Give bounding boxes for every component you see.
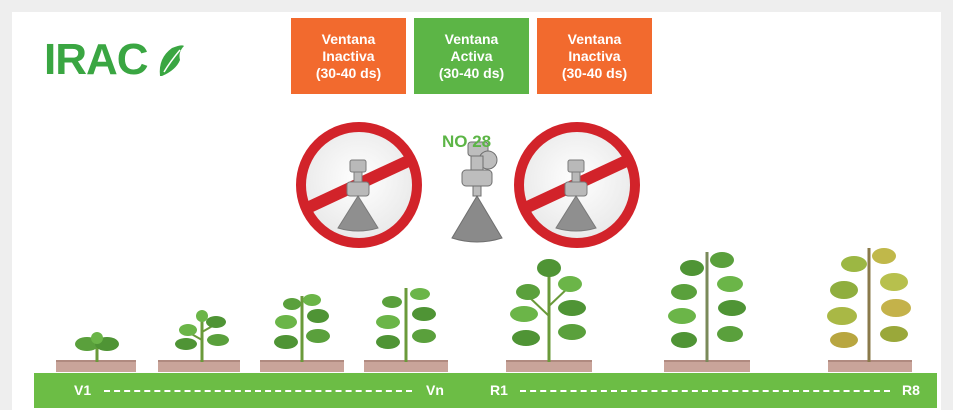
timeline-label-vn: Vn xyxy=(426,382,444,398)
window-inactive-1: Ventana Inactiva (30-40 ds) xyxy=(291,18,406,94)
plant-stage-3 xyxy=(274,294,330,362)
logo-leaf-icon xyxy=(159,45,184,76)
timeline-dotted-line xyxy=(104,390,412,392)
no-spray-icon xyxy=(514,122,640,248)
plant-stage-5 xyxy=(510,259,586,362)
plant-stage-7 xyxy=(827,248,911,362)
spray-nozzle-icon xyxy=(451,141,503,243)
no-spray-icon xyxy=(296,122,422,248)
mode-of-action-label: NO 28 xyxy=(442,132,492,151)
timeline-label-r8: R8 xyxy=(902,382,920,398)
phenology-timeline: V1 Vn R1 R8 xyxy=(34,373,937,408)
plant-stage-4 xyxy=(376,288,436,362)
timeline-dotted-line xyxy=(520,390,890,392)
irac-logo: IRAC xyxy=(44,38,184,82)
soil xyxy=(158,360,240,372)
plant-stage-2 xyxy=(175,310,229,362)
irac-diagram: IRAC Ventana Inactiva (30-40 ds) Ventana… xyxy=(12,12,941,410)
timeline-label-r1: R1 xyxy=(490,382,508,398)
plant-stage-6 xyxy=(668,252,746,362)
window-active: Ventana Activa (30-40 ds) xyxy=(414,18,529,94)
timeline-label-v1: V1 xyxy=(74,382,92,398)
plant-stage-1 xyxy=(75,332,119,362)
window-inactive-2: Ventana Inactiva (30-40 ds) xyxy=(537,18,652,94)
